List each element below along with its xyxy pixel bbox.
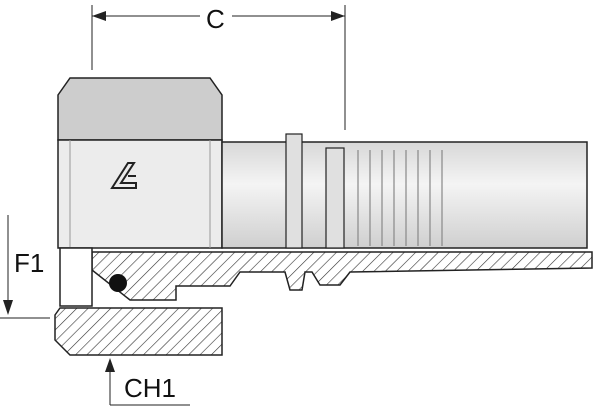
dimension-ch1-label: CH1 xyxy=(124,373,176,403)
brand-logo-icon xyxy=(110,162,137,189)
cross-section xyxy=(54,247,593,356)
dimension-ch1: CH1 xyxy=(105,358,190,406)
dimension-c-label: C xyxy=(206,4,225,34)
dimension-f1: F1 xyxy=(0,215,50,319)
nut-section xyxy=(54,307,223,356)
hose-tail xyxy=(221,133,588,249)
hex-nut xyxy=(57,77,223,249)
dimension-f1-label: F1 xyxy=(14,248,44,278)
o-ring xyxy=(109,274,127,292)
dimension-c: C xyxy=(91,2,346,130)
